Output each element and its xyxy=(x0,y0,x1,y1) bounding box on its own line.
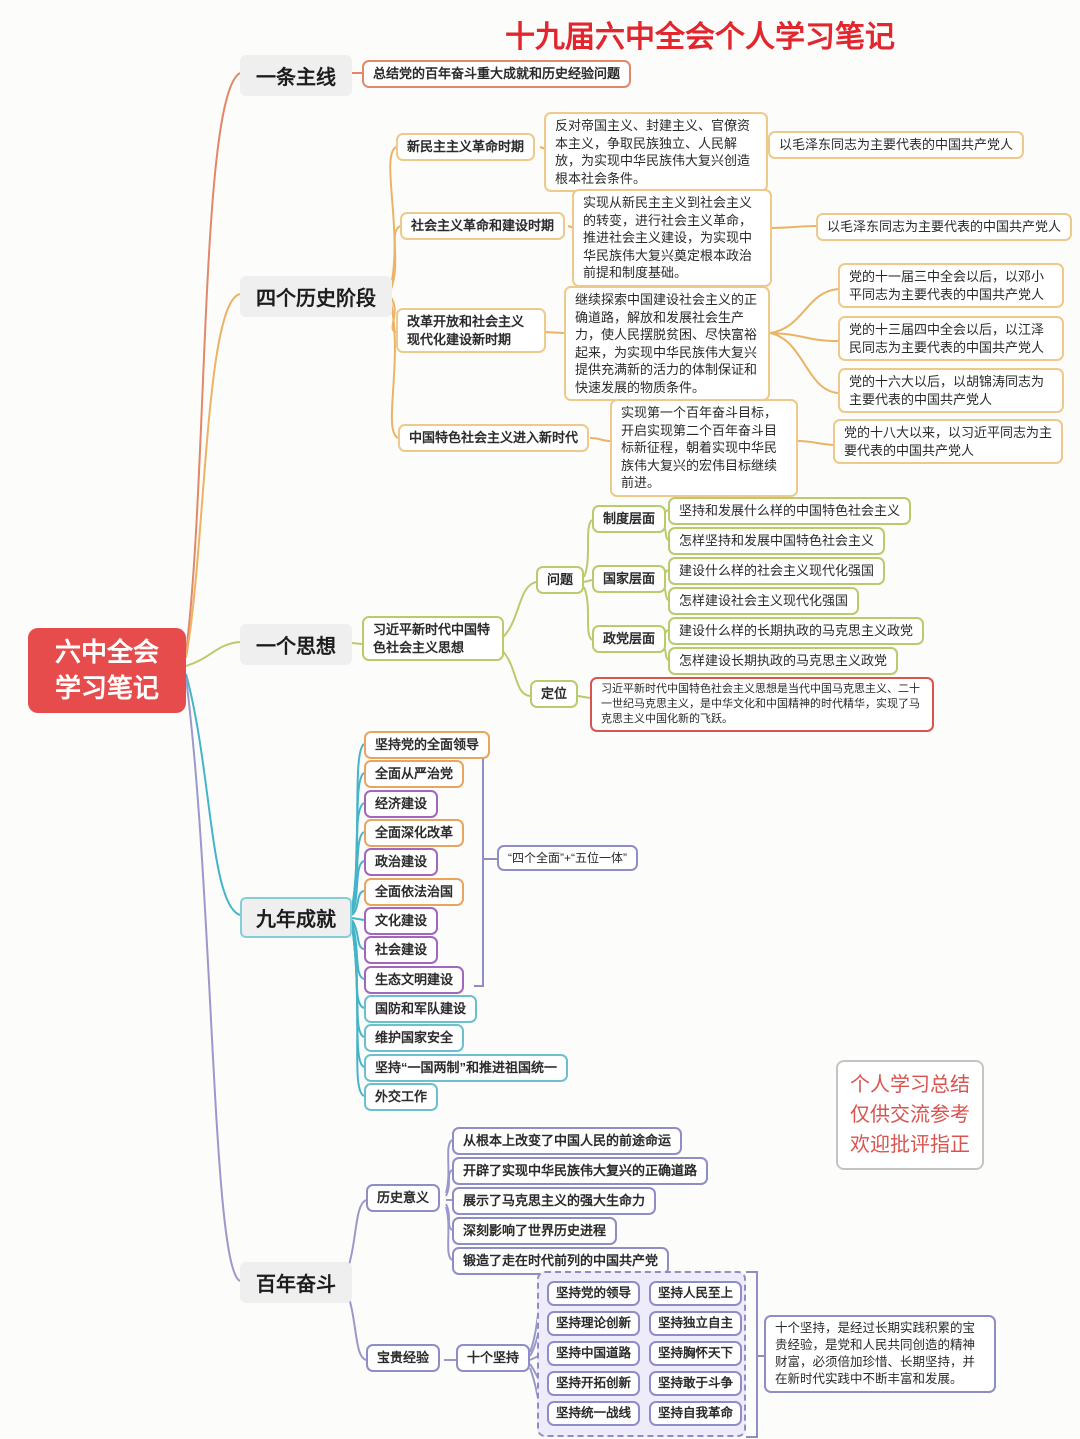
ten-adheres-note: 十个坚持，是经过长期实践积累的宝贵经验，是党和人民共同创造的精神财富，必须倍加珍… xyxy=(764,1315,996,1393)
adhere-9: 坚持敢于斗争 xyxy=(649,1371,743,1396)
adhere-1: 坚持党的领导 xyxy=(547,1281,641,1306)
achievement-8: 社会建设 xyxy=(364,936,439,964)
period-1-desc: 反对帝国主义、封建主义、官僚资本主义，争取民族独立、人民解放，为实现中华民族伟大… xyxy=(544,112,768,193)
significance-3: 展示了马克思主义的强大生命力 xyxy=(452,1187,657,1215)
adhere-4: 坚持开拓创新 xyxy=(547,1371,641,1396)
branch-four-stages: 四个历史阶段 xyxy=(240,276,392,317)
period-2-desc: 实现从新民主主义到社会主义的转变，进行社会主义革命，推进社会主义建设，为实现中华… xyxy=(572,189,772,287)
branch-century-struggle: 百年奋斗 xyxy=(240,1262,352,1303)
thought-position-text: 习近平新时代中国特色社会主义思想是当代中国马克思主义、二十一世纪马克思主义，是中… xyxy=(590,677,934,732)
branch-main-line: 一条主线 xyxy=(240,55,352,96)
historic-significance-label: 历史意义 xyxy=(366,1184,441,1212)
root-node: 六中全会 学习笔记 xyxy=(28,628,186,713)
level-party: 政党层面 xyxy=(592,625,667,653)
adhere-2: 坚持理论创新 xyxy=(547,1311,641,1336)
period-3: 改革开放和社会主义现代化建设新时期 xyxy=(396,308,546,354)
branch-one-thought: 一个思想 xyxy=(240,624,352,665)
adhere-5: 坚持统一战线 xyxy=(547,1401,641,1426)
bracket-note: “四个全面”+“五位一体” xyxy=(497,845,638,872)
period-2: 社会主义革命和建设时期 xyxy=(400,212,566,240)
achievement-11: 维护国家安全 xyxy=(364,1024,465,1052)
achievement-7: 文化建设 xyxy=(364,907,439,935)
root-node-line1: 六中全会 xyxy=(54,637,159,668)
question-5: 建设什么样的长期执政的马克思主义政党 xyxy=(668,617,925,645)
personal-note: 个人学习总结 仅供交流参考 欢迎批评指正 xyxy=(836,1060,984,1170)
personal-note-line2: 仅供交流参考 xyxy=(850,1104,970,1126)
period-4-leader: 党的十八大以来，以习近平同志为主要代表的中国共产党人 xyxy=(833,419,1063,465)
achievement-6: 全面依法治国 xyxy=(364,878,465,906)
adhere-6: 坚持人民至上 xyxy=(649,1281,743,1306)
adhere-8: 坚持胸怀天下 xyxy=(649,1341,743,1366)
period-4: 中国特色社会主义进入新时代 xyxy=(398,424,590,452)
achievement-10: 国防和军队建设 xyxy=(364,995,478,1023)
achievement-4: 全面深化改革 xyxy=(364,819,465,847)
period-1: 新民主主义革命时期 xyxy=(396,133,536,161)
adhere-3: 坚持中国道路 xyxy=(547,1341,641,1366)
period-3-desc: 继续探索中国建设社会主义的正确道路，解放和发展社会生产力，使人民摆脱贫困、尽快富… xyxy=(564,286,770,402)
achievement-9: 生态文明建设 xyxy=(364,966,465,994)
personal-note-line1: 个人学习总结 xyxy=(850,1074,970,1096)
achievement-12: 坚持“一国两制”和推进祖国统一 xyxy=(364,1054,569,1082)
period-2-leader: 以毛泽东同志为主要代表的中国共产党人 xyxy=(816,213,1073,241)
achievement-2: 全面从严治党 xyxy=(364,760,465,788)
period-4-desc: 实现第一个百年奋斗目标，开启实现第二个百年奋斗目标新征程，朝着实现中华民族伟大复… xyxy=(610,399,798,497)
question-2: 怎样坚持和发展中国特色社会主义 xyxy=(668,527,886,555)
question-3: 建设什么样的社会主义现代化强国 xyxy=(668,557,886,585)
adhere-10: 坚持自我革命 xyxy=(649,1401,743,1426)
significance-1: 从根本上改变了中国人民的前途命运 xyxy=(452,1127,683,1155)
question-1: 坚持和发展什么样的中国特色社会主义 xyxy=(668,497,912,525)
period-3-leader-2: 党的十三届四中全会以后，以江泽民同志为主要代表的中国共产党人 xyxy=(838,316,1064,362)
achievement-1: 坚持党的全面领导 xyxy=(364,731,491,759)
branch-nine-achievements: 九年成就 xyxy=(240,897,352,938)
ten-adheres-label: 十个坚持 xyxy=(456,1344,531,1372)
significance-2: 开辟了实现中华民族伟大复兴的正确道路 xyxy=(452,1157,709,1185)
significance-4: 深刻影响了世界历史进程 xyxy=(452,1217,618,1245)
root-node-line2: 学习笔记 xyxy=(54,672,159,703)
achievement-3: 经济建设 xyxy=(364,790,439,818)
question-4: 怎样建设社会主义现代化强国 xyxy=(668,587,860,615)
level-nation: 国家层面 xyxy=(592,565,667,593)
experience-label: 宝贵经验 xyxy=(366,1344,441,1372)
thought-name: 习近平新时代中国特色社会主义思想 xyxy=(362,616,504,662)
personal-note-line3: 欢迎批评指正 xyxy=(850,1134,970,1156)
adhere-7: 坚持独立自主 xyxy=(649,1311,743,1336)
achievement-13: 外交工作 xyxy=(364,1083,439,1111)
question-6: 怎样建设长期执政的马克思主义政党 xyxy=(668,647,899,675)
period-3-leader-3: 党的十六大以后，以胡锦涛同志为主要代表的中国共产党人 xyxy=(838,368,1064,414)
page-title: 十九届六中全会个人学习笔记 xyxy=(505,21,895,54)
period-3-leader-1: 党的十一届三中全会以后，以邓小平同志为主要代表的中国共产党人 xyxy=(838,263,1064,309)
level-institution: 制度层面 xyxy=(592,505,667,533)
main-line-content: 总结党的百年奋斗重大成就和历史经验问题 xyxy=(362,60,632,88)
significance-5: 锻造了走在时代前列的中国共产党 xyxy=(452,1247,670,1275)
period-1-leader: 以毛泽东同志为主要代表的中国共产党人 xyxy=(768,131,1025,159)
thought-question-label: 问题 xyxy=(536,566,585,594)
thought-position-label: 定位 xyxy=(530,680,579,708)
achievement-5: 政治建设 xyxy=(364,848,439,876)
